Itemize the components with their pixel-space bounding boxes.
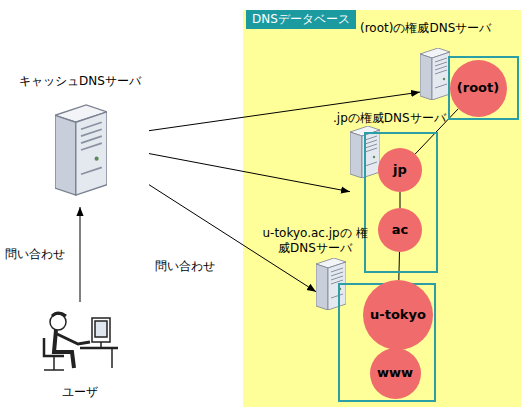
zone-circle: ac (378, 208, 422, 252)
zone-circle: (root) (450, 60, 507, 117)
node-label: .jpの権威DNSサーバ (333, 111, 446, 126)
node-label: キャッシュDNSサーバ (11, 74, 149, 89)
zone-name: ac (392, 222, 408, 238)
database-region: DNSデータベース(root)の権威DNSサーバ(root).jpの権威DNSサ… (243, 10, 521, 407)
cache-server: キャッシュDNSサーバ (11, 74, 149, 207)
zone-name: u-tokyo (370, 307, 426, 323)
database-region (243, 10, 521, 407)
server-icon (55, 105, 107, 195)
user-figure (44, 313, 118, 370)
node-label: u-tokyo.ac.jpの 権威DNSサーバ (260, 226, 370, 256)
zone-name: jp (393, 162, 407, 178)
user: ユーザ (26, 302, 134, 402)
edge-label: 問い合わせ (3, 246, 67, 263)
node-label: ユーザ (26, 385, 134, 400)
query-arrow (149, 154, 350, 192)
authority-server-group: .jpの権威DNSサーバjpac (350, 126, 438, 274)
node-label: (root)の権威DNSサーバ (360, 21, 491, 36)
edge-label: 問い合わせ (153, 258, 217, 275)
authority-server-group: (root)の権威DNSサーバ(root) (420, 48, 520, 122)
tree-link (398, 252, 400, 280)
query-arrow (80, 207, 81, 302)
authority-server-group: u-tokyo.ac.jpの 権威DNSサーバu-tokyowww (316, 258, 437, 403)
server-icon (420, 48, 450, 100)
zone-circle: u-tokyo (363, 280, 433, 350)
zone-circle: www (370, 348, 421, 399)
zone-name: (root) (457, 80, 499, 96)
node-label: DNSデータベース (246, 10, 356, 29)
tree-link (400, 192, 401, 208)
zone-circle: jp (378, 148, 422, 192)
zone-name: www (377, 365, 413, 381)
